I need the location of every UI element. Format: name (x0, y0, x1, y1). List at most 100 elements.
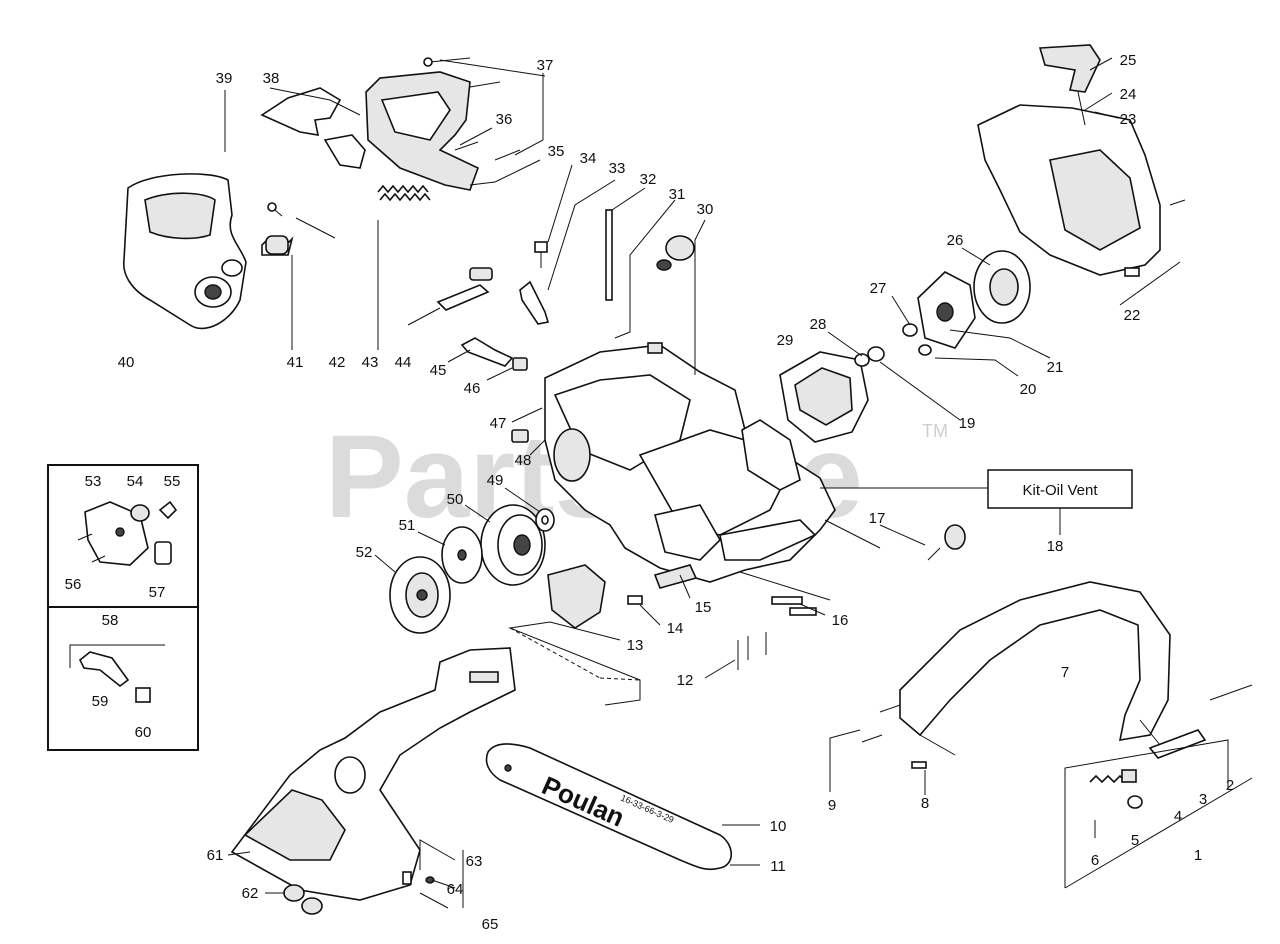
callout-61: 61 (207, 847, 224, 864)
part-screw-34[interactable] (534, 241, 548, 268)
callout-44: 44 (395, 354, 412, 371)
part-cap-30[interactable] (656, 235, 695, 271)
callout-26: 26 (947, 232, 964, 249)
callout-5: 5 (1131, 832, 1139, 849)
callout-63: 63 (466, 853, 483, 870)
callout-54: 54 (127, 473, 144, 490)
callout-11: 11 (770, 858, 786, 875)
part-nut-28[interactable] (854, 346, 885, 367)
callout-56: 56 (65, 576, 82, 593)
callout-39: 39 (216, 70, 233, 87)
part-pins-12[interactable] (737, 632, 767, 670)
callout-labels: 1 2 3 4 5 6 7 8 9 10 11 12 13 14 15 16 1… (65, 52, 1235, 933)
callout-33: 33 (609, 160, 626, 177)
callout-34: 34 (580, 150, 597, 167)
callout-49: 49 (487, 472, 504, 489)
part-plate-13[interactable] (547, 564, 698, 629)
callout-46: 46 (464, 380, 481, 397)
part-plate-51[interactable] (441, 526, 483, 584)
part-starter-grip[interactable] (1038, 44, 1101, 126)
callout-24: 24 (1120, 86, 1137, 103)
part-shaft-44[interactable] (436, 267, 493, 311)
part-av-spring-41[interactable] (261, 202, 294, 256)
callout-59: 59 (92, 693, 109, 710)
callout-35: 35 (548, 143, 565, 160)
part-bracket-31[interactable] (519, 280, 550, 325)
callout-15: 15 (695, 599, 712, 616)
callout-45: 45 (430, 362, 447, 379)
part-fitting-59[interactable] (78, 651, 151, 703)
callout-7: 7 (1061, 664, 1069, 681)
part-screws-63-65[interactable] (402, 871, 449, 909)
part-clutch-52[interactable] (389, 556, 451, 634)
callout-57: 57 (149, 584, 166, 601)
callout-50: 50 (447, 491, 464, 508)
callout-31: 31 (669, 186, 686, 203)
callout-10: 10 (770, 818, 787, 835)
part-rear-handle[interactable] (123, 173, 247, 330)
callout-6: 6 (1091, 852, 1099, 869)
part-clip-45[interactable] (460, 337, 528, 371)
callout-51: 51 (399, 517, 416, 534)
callout-16: 16 (832, 612, 849, 629)
callout-32: 32 (640, 171, 657, 188)
callout-8: 8 (921, 795, 929, 812)
callout-60: 60 (135, 724, 152, 741)
callout-28: 28 (810, 316, 827, 333)
callout-36: 36 (496, 111, 513, 128)
callout-27: 27 (870, 280, 887, 297)
callout-21: 21 (1047, 359, 1064, 376)
callout-65: 65 (482, 916, 499, 933)
part-starter-pulley[interactable] (902, 250, 1031, 356)
part-stud-32[interactable] (605, 209, 613, 301)
part-guide-bar[interactable]: Poulan 16-33-66-3-29 (485, 743, 733, 871)
part-oil-vent-17[interactable] (927, 524, 966, 561)
callout-30: 30 (697, 201, 714, 218)
callout-14: 14 (667, 620, 684, 637)
callout-58: 58 (102, 612, 119, 629)
callout-47: 47 (490, 415, 507, 432)
part-cylinder-29[interactable] (779, 351, 869, 443)
part-hardware-2-6[interactable] (1089, 729, 1207, 838)
part-handle-bar[interactable] (861, 581, 1171, 769)
part-spring-43[interactable] (377, 184, 431, 202)
callout-3: 3 (1199, 791, 1207, 808)
callout-12: 12 (677, 672, 694, 689)
callout-43: 43 (362, 354, 379, 371)
part-washer-49[interactable] (535, 508, 555, 532)
callout-1: 1 (1194, 847, 1202, 864)
callout-41: 41 (287, 354, 304, 371)
part-nut-47[interactable] (511, 429, 529, 443)
part-nuts-62[interactable] (283, 884, 323, 915)
callout-40: 40 (118, 354, 135, 371)
part-clutch-drum[interactable] (480, 504, 546, 586)
part-side-cover[interactable] (230, 647, 516, 901)
part-crankcase[interactable] (544, 342, 836, 583)
callout-38: 38 (263, 70, 280, 87)
callout-20: 20 (1020, 381, 1037, 398)
kit-oil-vent-box: Kit-Oil Vent (987, 469, 1133, 509)
callout-2: 2 (1226, 777, 1234, 794)
callout-13: 13 (627, 637, 644, 654)
callout-29: 29 (777, 332, 794, 349)
part-starter-housing[interactable] (977, 104, 1186, 277)
callout-18: 18 (1047, 538, 1064, 555)
part-bracket-38[interactable] (260, 87, 342, 136)
callout-19: 19 (959, 415, 976, 432)
kit-oil-vent-label: Kit-Oil Vent (1022, 482, 1098, 499)
callout-64: 64 (447, 881, 464, 898)
part-throttle-36[interactable] (323, 81, 521, 169)
callout-55: 55 (164, 473, 181, 490)
callout-23: 23 (1120, 111, 1137, 128)
callout-52: 52 (356, 544, 373, 561)
callout-42: 42 (329, 354, 346, 371)
part-oil-pump-53[interactable] (77, 500, 178, 566)
part-bolts-16[interactable] (771, 596, 817, 616)
callout-9: 9 (828, 797, 836, 814)
part-front-handle[interactable] (365, 57, 480, 191)
callout-25: 25 (1120, 52, 1137, 69)
callout-17: 17 (869, 510, 886, 527)
callout-48: 48 (515, 452, 532, 469)
callout-53: 53 (85, 473, 102, 490)
